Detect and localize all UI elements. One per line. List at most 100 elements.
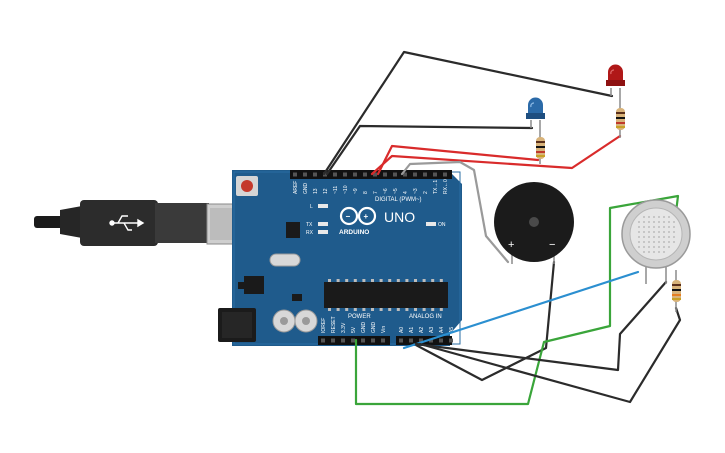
- power-pin-label: Vin: [381, 326, 387, 333]
- analog-pin-label: A0: [399, 327, 405, 333]
- power-pin-label: IOREF: [321, 318, 327, 333]
- digital-pin-label: 12: [323, 188, 329, 194]
- digital-pin-hole[interactable]: [413, 172, 417, 177]
- analog-pin-label: A3: [429, 327, 435, 333]
- usb-chip: [286, 222, 300, 238]
- wire-gnd-sensor[interactable]: [414, 280, 668, 372]
- wire-gnd-sensor-resistor[interactable]: [418, 306, 682, 404]
- tx-label: TX: [306, 222, 313, 228]
- piezo-buzzer[interactable]: + −: [494, 182, 574, 264]
- digital-pin-hole[interactable]: [373, 172, 377, 177]
- on-indicator: ON: [426, 222, 446, 228]
- arduino-logo: − + ARDUINO: [339, 206, 377, 236]
- wire-5v-sensor[interactable]: [354, 194, 680, 406]
- usb-cable[interactable]: [34, 200, 260, 246]
- analog-pin-hole[interactable]: [449, 338, 453, 343]
- power-pin-hole[interactable]: [341, 338, 345, 343]
- small-component: [292, 294, 302, 301]
- power-pin-label: GND: [361, 322, 367, 334]
- sensor-resistor[interactable]: [672, 270, 681, 312]
- analog-pin-label: A5: [449, 327, 455, 333]
- wire-gnd-red-led[interactable]: [322, 50, 614, 176]
- digital-pin-label: ~9: [353, 188, 359, 194]
- digital-pin-hole[interactable]: [423, 172, 427, 177]
- power-pin-hole[interactable]: [381, 338, 385, 343]
- blue-led[interactable]: [526, 97, 545, 134]
- power-header[interactable]: [318, 336, 390, 345]
- digital-pin-label: 2: [423, 191, 429, 194]
- power-pin-label: GND: [371, 322, 377, 334]
- wire-buzzer-gnd[interactable]: [412, 260, 556, 382]
- digital-header[interactable]: [290, 170, 452, 179]
- power-pin-label: 5V: [351, 326, 357, 333]
- digital-pin-label: 7: [373, 191, 379, 194]
- power-pin-hole[interactable]: [321, 338, 325, 343]
- model-label: UNO: [384, 209, 415, 225]
- wire-pin7-blue-led[interactable]: [376, 144, 540, 176]
- voltage-regulator: [238, 276, 264, 294]
- blue-led-resistor[interactable]: [536, 134, 545, 164]
- analog-pin-hole[interactable]: [439, 338, 443, 343]
- digital-pin-label: ~6: [383, 188, 389, 194]
- buzzer-minus-label: −: [549, 239, 555, 251]
- digital-pin-hole[interactable]: [323, 172, 327, 177]
- red-led[interactable]: [606, 64, 625, 105]
- digital-pin-hole[interactable]: [403, 172, 407, 177]
- digital-pin-hole[interactable]: [363, 172, 367, 177]
- dc-power-jack[interactable]: [218, 308, 256, 342]
- digital-pin-hole[interactable]: [343, 172, 347, 177]
- digital-pin-hole[interactable]: [433, 172, 437, 177]
- analog-pin-labels: A0 A1 A2 A3 A4 A5: [399, 327, 455, 333]
- digital-pin-hole[interactable]: [303, 172, 307, 177]
- analog-pin-label: A1: [409, 327, 415, 333]
- l-led-label: L: [310, 204, 313, 210]
- digital-pin-hole[interactable]: [443, 172, 447, 177]
- digital-pin-hole[interactable]: [313, 172, 317, 177]
- reset-button[interactable]: [236, 176, 258, 196]
- analog-pin-hole[interactable]: [399, 338, 403, 343]
- svg-text:+: +: [364, 212, 369, 221]
- digital-pin-label: 4: [403, 191, 409, 194]
- sensor-mesh-icon: [638, 216, 675, 253]
- digital-pin-hole[interactable]: [393, 172, 397, 177]
- power-pin-hole[interactable]: [361, 338, 365, 343]
- digital-pin-label: 8: [363, 191, 369, 194]
- wires: [322, 50, 682, 406]
- brand-label: ARDUINO: [339, 229, 369, 236]
- power-pin-hole[interactable]: [331, 338, 335, 343]
- wire-pin5-buzzer[interactable]: [400, 160, 510, 264]
- digital-pin-label: ~5: [393, 188, 399, 194]
- crystal: [269, 253, 301, 267]
- usb-symbol-icon: [109, 215, 145, 231]
- digital-pin-hole[interactable]: [293, 172, 297, 177]
- analog-pin-label: A2: [419, 327, 425, 333]
- red-led-resistor[interactable]: [616, 104, 625, 138]
- power-pin-label: 3.3V: [341, 322, 347, 333]
- digital-label: DIGITAL (PWM~): [375, 197, 422, 203]
- wire-gnd-blue-led[interactable]: [325, 124, 534, 176]
- svg-text:−: −: [346, 212, 351, 221]
- power-pin-hole[interactable]: [371, 338, 375, 343]
- power-pin-hole[interactable]: [351, 338, 355, 343]
- analog-pin-hole[interactable]: [429, 338, 433, 343]
- digital-pin-hole[interactable]: [333, 172, 337, 177]
- digital-pin-label: 13: [313, 188, 319, 194]
- buzzer-plus-label: +: [508, 239, 514, 251]
- wire-a0-sensor[interactable]: [402, 270, 640, 350]
- gas-sensor[interactable]: [621, 199, 691, 284]
- analog-pin-label: A4: [439, 327, 445, 333]
- digital-pin-label: RX←0: [443, 179, 449, 194]
- analog-pin-hole[interactable]: [409, 338, 413, 343]
- digital-pin-hole[interactable]: [383, 172, 387, 177]
- digital-pin-label: AREF: [293, 181, 299, 194]
- digital-pin-label: TX→1: [433, 180, 439, 194]
- svg-text:ON: ON: [438, 222, 446, 228]
- digital-pin-label: ~3: [413, 188, 419, 194]
- digital-pin-label: ~10: [343, 185, 349, 194]
- digital-pin-hole[interactable]: [353, 172, 357, 177]
- analog-pin-hole[interactable]: [419, 338, 423, 343]
